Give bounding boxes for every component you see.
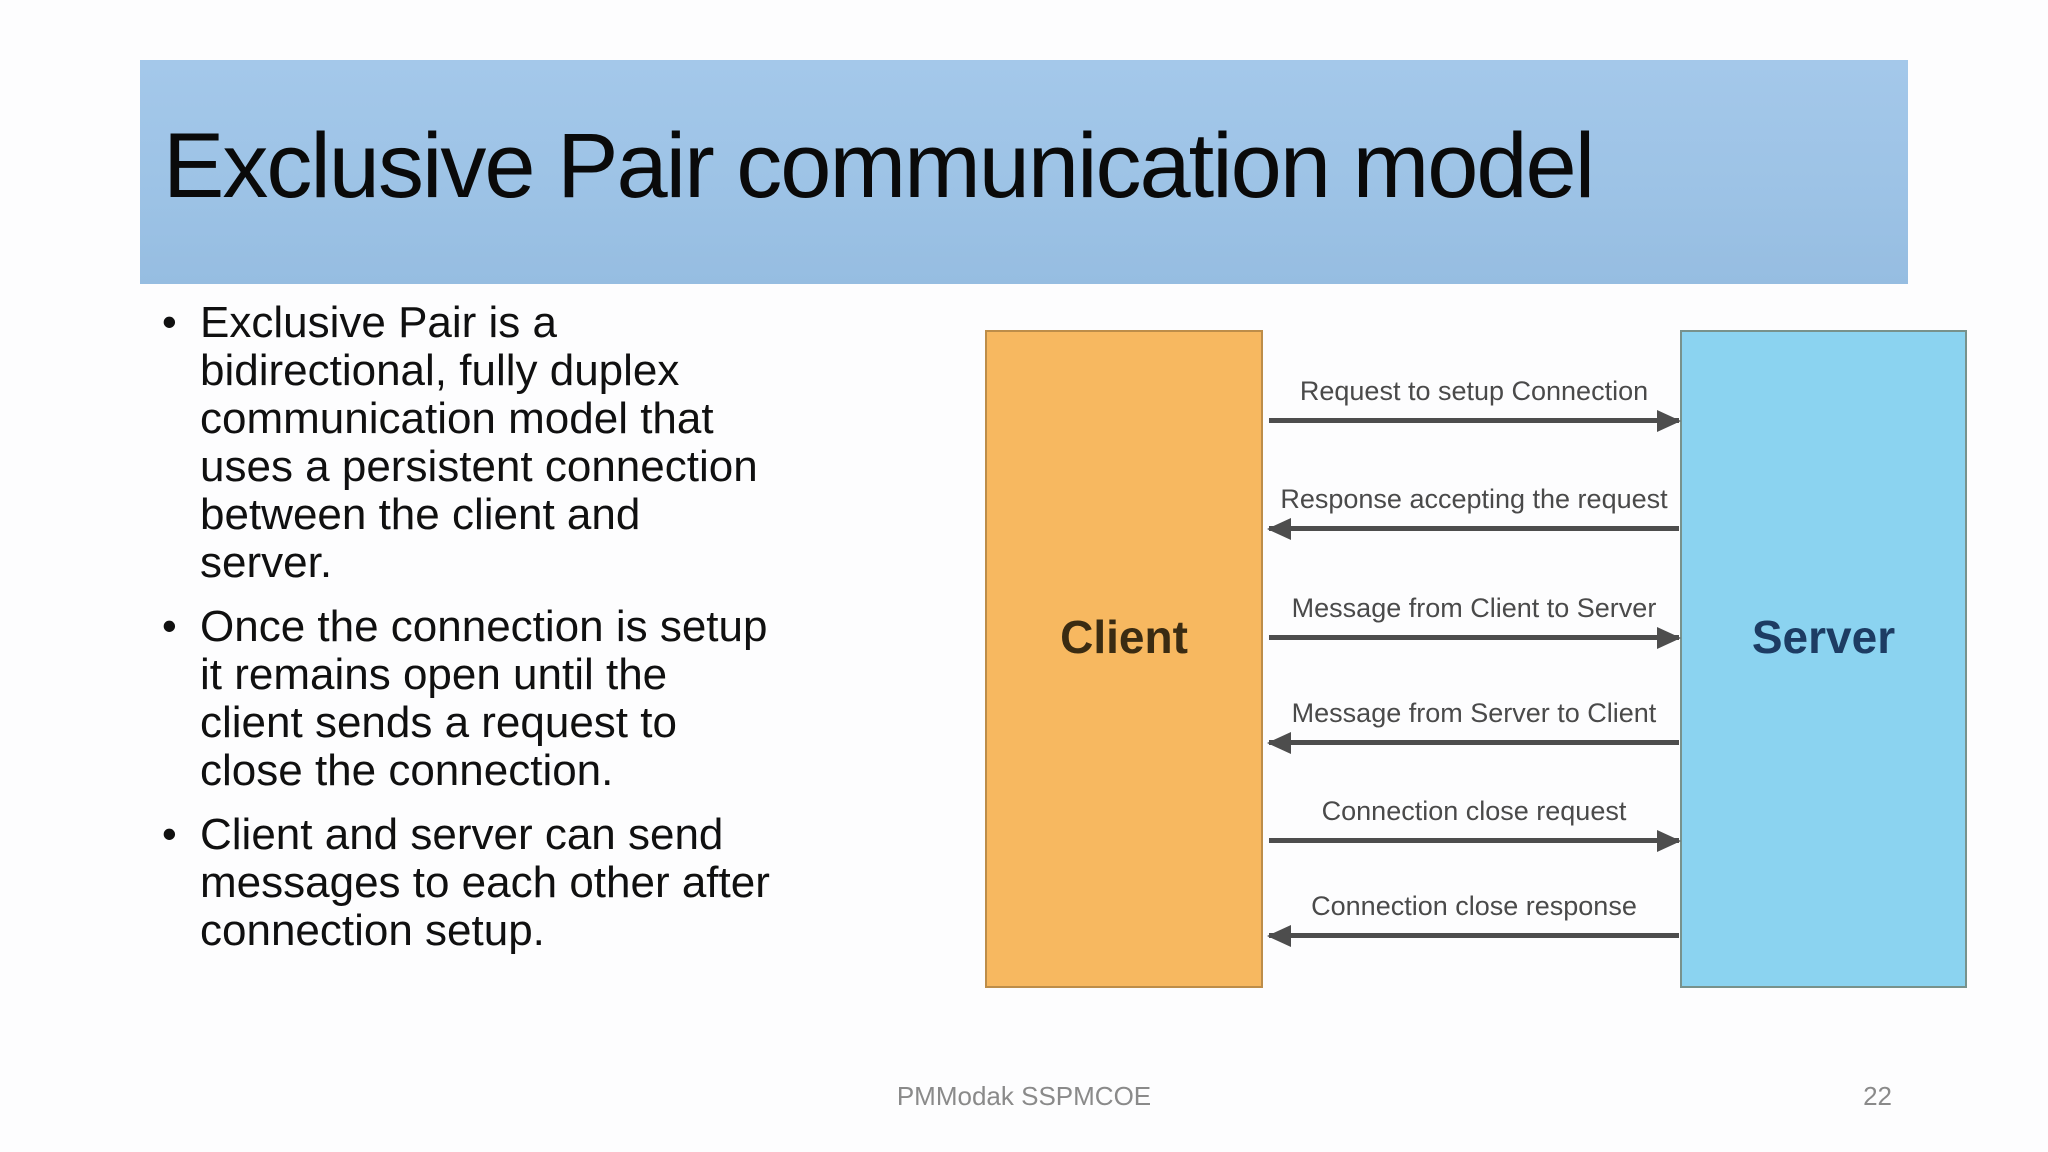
message-label: Message from Client to Server — [1291, 593, 1657, 623]
message-label: Request to setup Connection — [1299, 376, 1649, 406]
message-label: Message from Server to Client — [1291, 698, 1657, 728]
message-label: Connection close request — [1321, 796, 1627, 826]
bullet-text: Client and server can send messages to e… — [200, 810, 770, 955]
server-box: Server — [1680, 330, 1967, 988]
right-arrow-icon — [1269, 838, 1679, 843]
right-arrow-icon — [1269, 418, 1679, 423]
bullet-item: • Once the connection is setup it remain… — [160, 602, 950, 795]
page-number: 22 — [1863, 1081, 1892, 1111]
bullet-item: • Client and server can send messages to… — [160, 810, 950, 955]
client-box: Client — [985, 330, 1263, 988]
left-arrow-icon — [1269, 526, 1679, 531]
client-label: Client — [1060, 611, 1188, 663]
title-bar: Exclusive Pair communication model — [140, 60, 1908, 284]
message-label: Connection close response — [1311, 891, 1637, 921]
bullet-list: • Exclusive Pair is a bidirectional, ful… — [160, 298, 950, 971]
right-arrow-icon — [1269, 635, 1679, 640]
bullet-marker: • — [162, 810, 177, 857]
client-server-diagram: Client Server Request to setup Connectio… — [985, 330, 1967, 990]
footer-author: PMModak SSPMCOE — [896, 1081, 1152, 1111]
bullet-marker: • — [162, 602, 177, 649]
bullet-marker: • — [162, 298, 177, 345]
bullet-text: Exclusive Pair is a bidirectional, fully… — [200, 298, 758, 587]
slide-title: Exclusive Pair communication model — [163, 114, 1595, 217]
left-arrow-icon — [1269, 933, 1679, 938]
message-label: Response accepting the request — [1280, 484, 1668, 514]
bullet-text: Once the connection is setup it remains … — [200, 602, 768, 795]
server-label: Server — [1751, 611, 1896, 663]
left-arrow-icon — [1269, 740, 1679, 745]
bullet-item: • Exclusive Pair is a bidirectional, ful… — [160, 298, 950, 587]
